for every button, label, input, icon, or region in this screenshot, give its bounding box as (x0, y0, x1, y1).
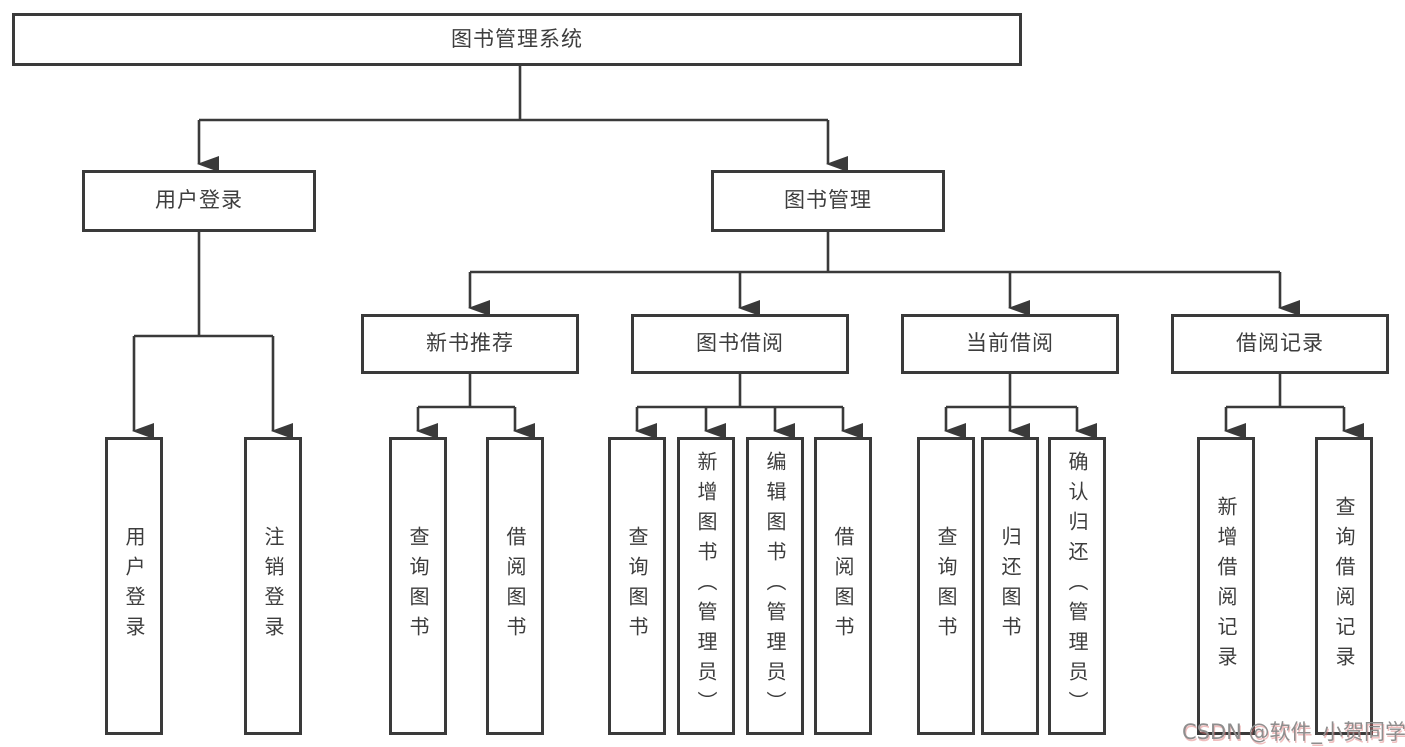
leaf-add-borrow-record: 新增借阅记录 (1197, 437, 1255, 735)
leaf-query-borrow-record: 查询借阅记录 (1315, 437, 1373, 735)
node-root-system: 图书管理系统 (12, 13, 1022, 66)
leaf-query-books-borrow: 查询图书 (608, 437, 666, 735)
leaf-user-login: 用户登录 (105, 437, 163, 735)
leaf-add-book-admin: 新增图书（管理员） (677, 437, 735, 735)
node-borrowing-records: 借阅记录 (1171, 314, 1389, 374)
leaf-edit-book-admin: 编辑图书（管理员） (746, 437, 804, 735)
leaf-borrow-books-borrow: 借阅图书 (814, 437, 872, 735)
leaf-return-book: 归还图书 (981, 437, 1039, 735)
node-user-login: 用户登录 (82, 170, 316, 232)
leaf-logout: 注销登录 (244, 437, 302, 735)
leaf-borrow-books-rec: 借阅图书 (486, 437, 544, 735)
node-book-borrowing: 图书借阅 (631, 314, 849, 374)
node-book-management: 图书管理 (711, 170, 945, 232)
csdn-watermark: CSDN @软件_小贺同学 (1182, 720, 1405, 744)
node-current-borrowing: 当前借阅 (901, 314, 1119, 374)
node-new-book-recommendation: 新书推荐 (361, 314, 579, 374)
leaf-confirm-return-admin: 确认归还（管理员） (1048, 437, 1106, 735)
leaf-query-books-current: 查询图书 (917, 437, 975, 735)
leaf-query-books-rec: 查询图书 (389, 437, 447, 735)
